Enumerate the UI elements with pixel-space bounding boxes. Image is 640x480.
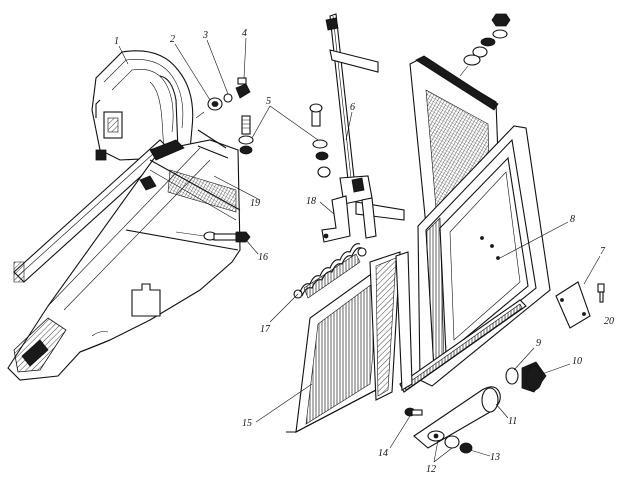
callout-17: 17 bbox=[260, 324, 271, 335]
leader-lines bbox=[118, 37, 601, 463]
callout-2: 2 bbox=[170, 34, 175, 45]
callout-5: 5 bbox=[266, 96, 271, 107]
bolt-pair-5 bbox=[197, 103, 331, 178]
callout-numbers: 1 2 3 4 5 6 7 8 9 10 11 12 13 14 15 16 1… bbox=[114, 28, 614, 475]
callout-7: 7 bbox=[600, 246, 606, 257]
filter-panel-15 bbox=[286, 251, 401, 433]
callout-3: 3 bbox=[202, 30, 208, 41]
callout-11: 11 bbox=[508, 416, 517, 427]
callout-6: 6 bbox=[350, 102, 355, 113]
callout-10: 10 bbox=[572, 356, 582, 367]
adjustment-lever bbox=[321, 13, 405, 243]
callout-15: 15 bbox=[242, 418, 252, 429]
fastener-stack-2-3-4 bbox=[195, 77, 251, 119]
callout-8: 8 bbox=[570, 214, 575, 225]
callout-18: 18 bbox=[306, 196, 316, 207]
knob-assembly bbox=[505, 361, 547, 393]
callout-16: 16 bbox=[258, 252, 268, 263]
callout-9: 9 bbox=[536, 338, 541, 349]
callout-13: 13 bbox=[490, 452, 500, 463]
shield-housing bbox=[91, 50, 194, 161]
bolt-16 bbox=[175, 231, 251, 243]
callout-19: 19 bbox=[250, 198, 260, 209]
top-fastener-stack bbox=[459, 13, 511, 77]
tension-spring-17 bbox=[293, 243, 367, 299]
conveyor-body bbox=[7, 139, 241, 381]
cover-plate-7 bbox=[555, 281, 605, 329]
callout-20: 20 bbox=[604, 316, 614, 327]
window-frame-8 bbox=[395, 55, 551, 393]
callout-14: 14 bbox=[378, 448, 388, 459]
callout-12: 12 bbox=[426, 464, 436, 475]
callout-4: 4 bbox=[242, 28, 247, 39]
handle-assembly bbox=[404, 386, 501, 454]
callout-1: 1 bbox=[114, 36, 119, 47]
